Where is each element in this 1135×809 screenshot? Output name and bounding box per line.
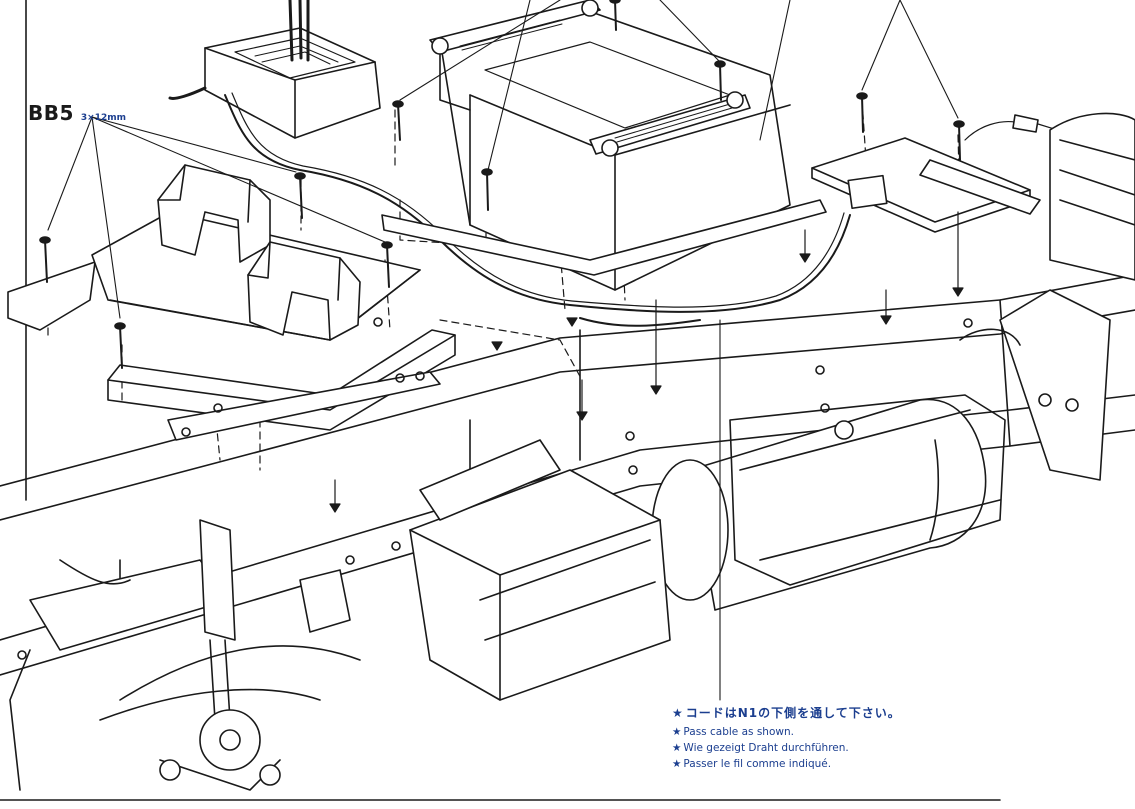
rear-gearbox [959,112,1135,481]
saddle-blocks [157,164,361,341]
part-code: BB5 [28,101,74,125]
screw-7 [714,60,726,101]
screw-4 [381,241,393,288]
part-label-bb5: BB5 3×12mm [28,101,126,125]
tray-ribs [459,19,733,143]
screw-2 [114,322,126,369]
leader-lines [47,0,959,701]
star-icon: ★ [672,706,684,720]
fuel-tank [651,394,1006,611]
note-german-text: Wie gezeigt Draht durchführen. [683,742,849,754]
note-english-text: Pass cable as shown. [683,726,794,738]
note-french: ★ Passer le fil comme indiqué. [672,756,1002,772]
screw-8 [856,92,868,133]
star-icon: ★ [672,758,682,770]
star-icon: ★ [672,726,682,738]
screws [39,0,965,369]
receiver-antenna-wires [288,0,310,62]
receiver-lead-wire [168,86,207,100]
battery-box [409,439,671,701]
screw-9 [953,120,965,161]
screw-3 [294,172,306,219]
cable-harness [224,92,851,327]
screw-6 [481,168,493,211]
battery-tray [381,0,827,291]
part-size: 3×12mm [80,113,126,123]
note-japanese: ★ コードはN1の下側を通して下さい。 [672,705,1002,721]
receiver-unit [168,0,381,139]
screw-1 [39,236,51,283]
note-german: ★ Wie gezeigt Draht durchführen. [672,740,1002,756]
note-english: ★ Pass cable as shown. [672,724,1002,740]
note-french-text: Passer le fil comme indiqué. [683,758,832,770]
note-japanese-text: コードはN1の下側を通して下さい。 [685,706,901,720]
switch-plate [811,114,1091,233]
assembly-arrows [329,211,964,513]
screw-10 [609,0,621,31]
star-icon: ★ [672,742,682,754]
front-suspension [9,519,361,791]
screw-5 [392,100,404,141]
assembly-notes: ★ コードはN1の下側を通して下さい。 ★ Pass cable as show… [672,705,1002,772]
